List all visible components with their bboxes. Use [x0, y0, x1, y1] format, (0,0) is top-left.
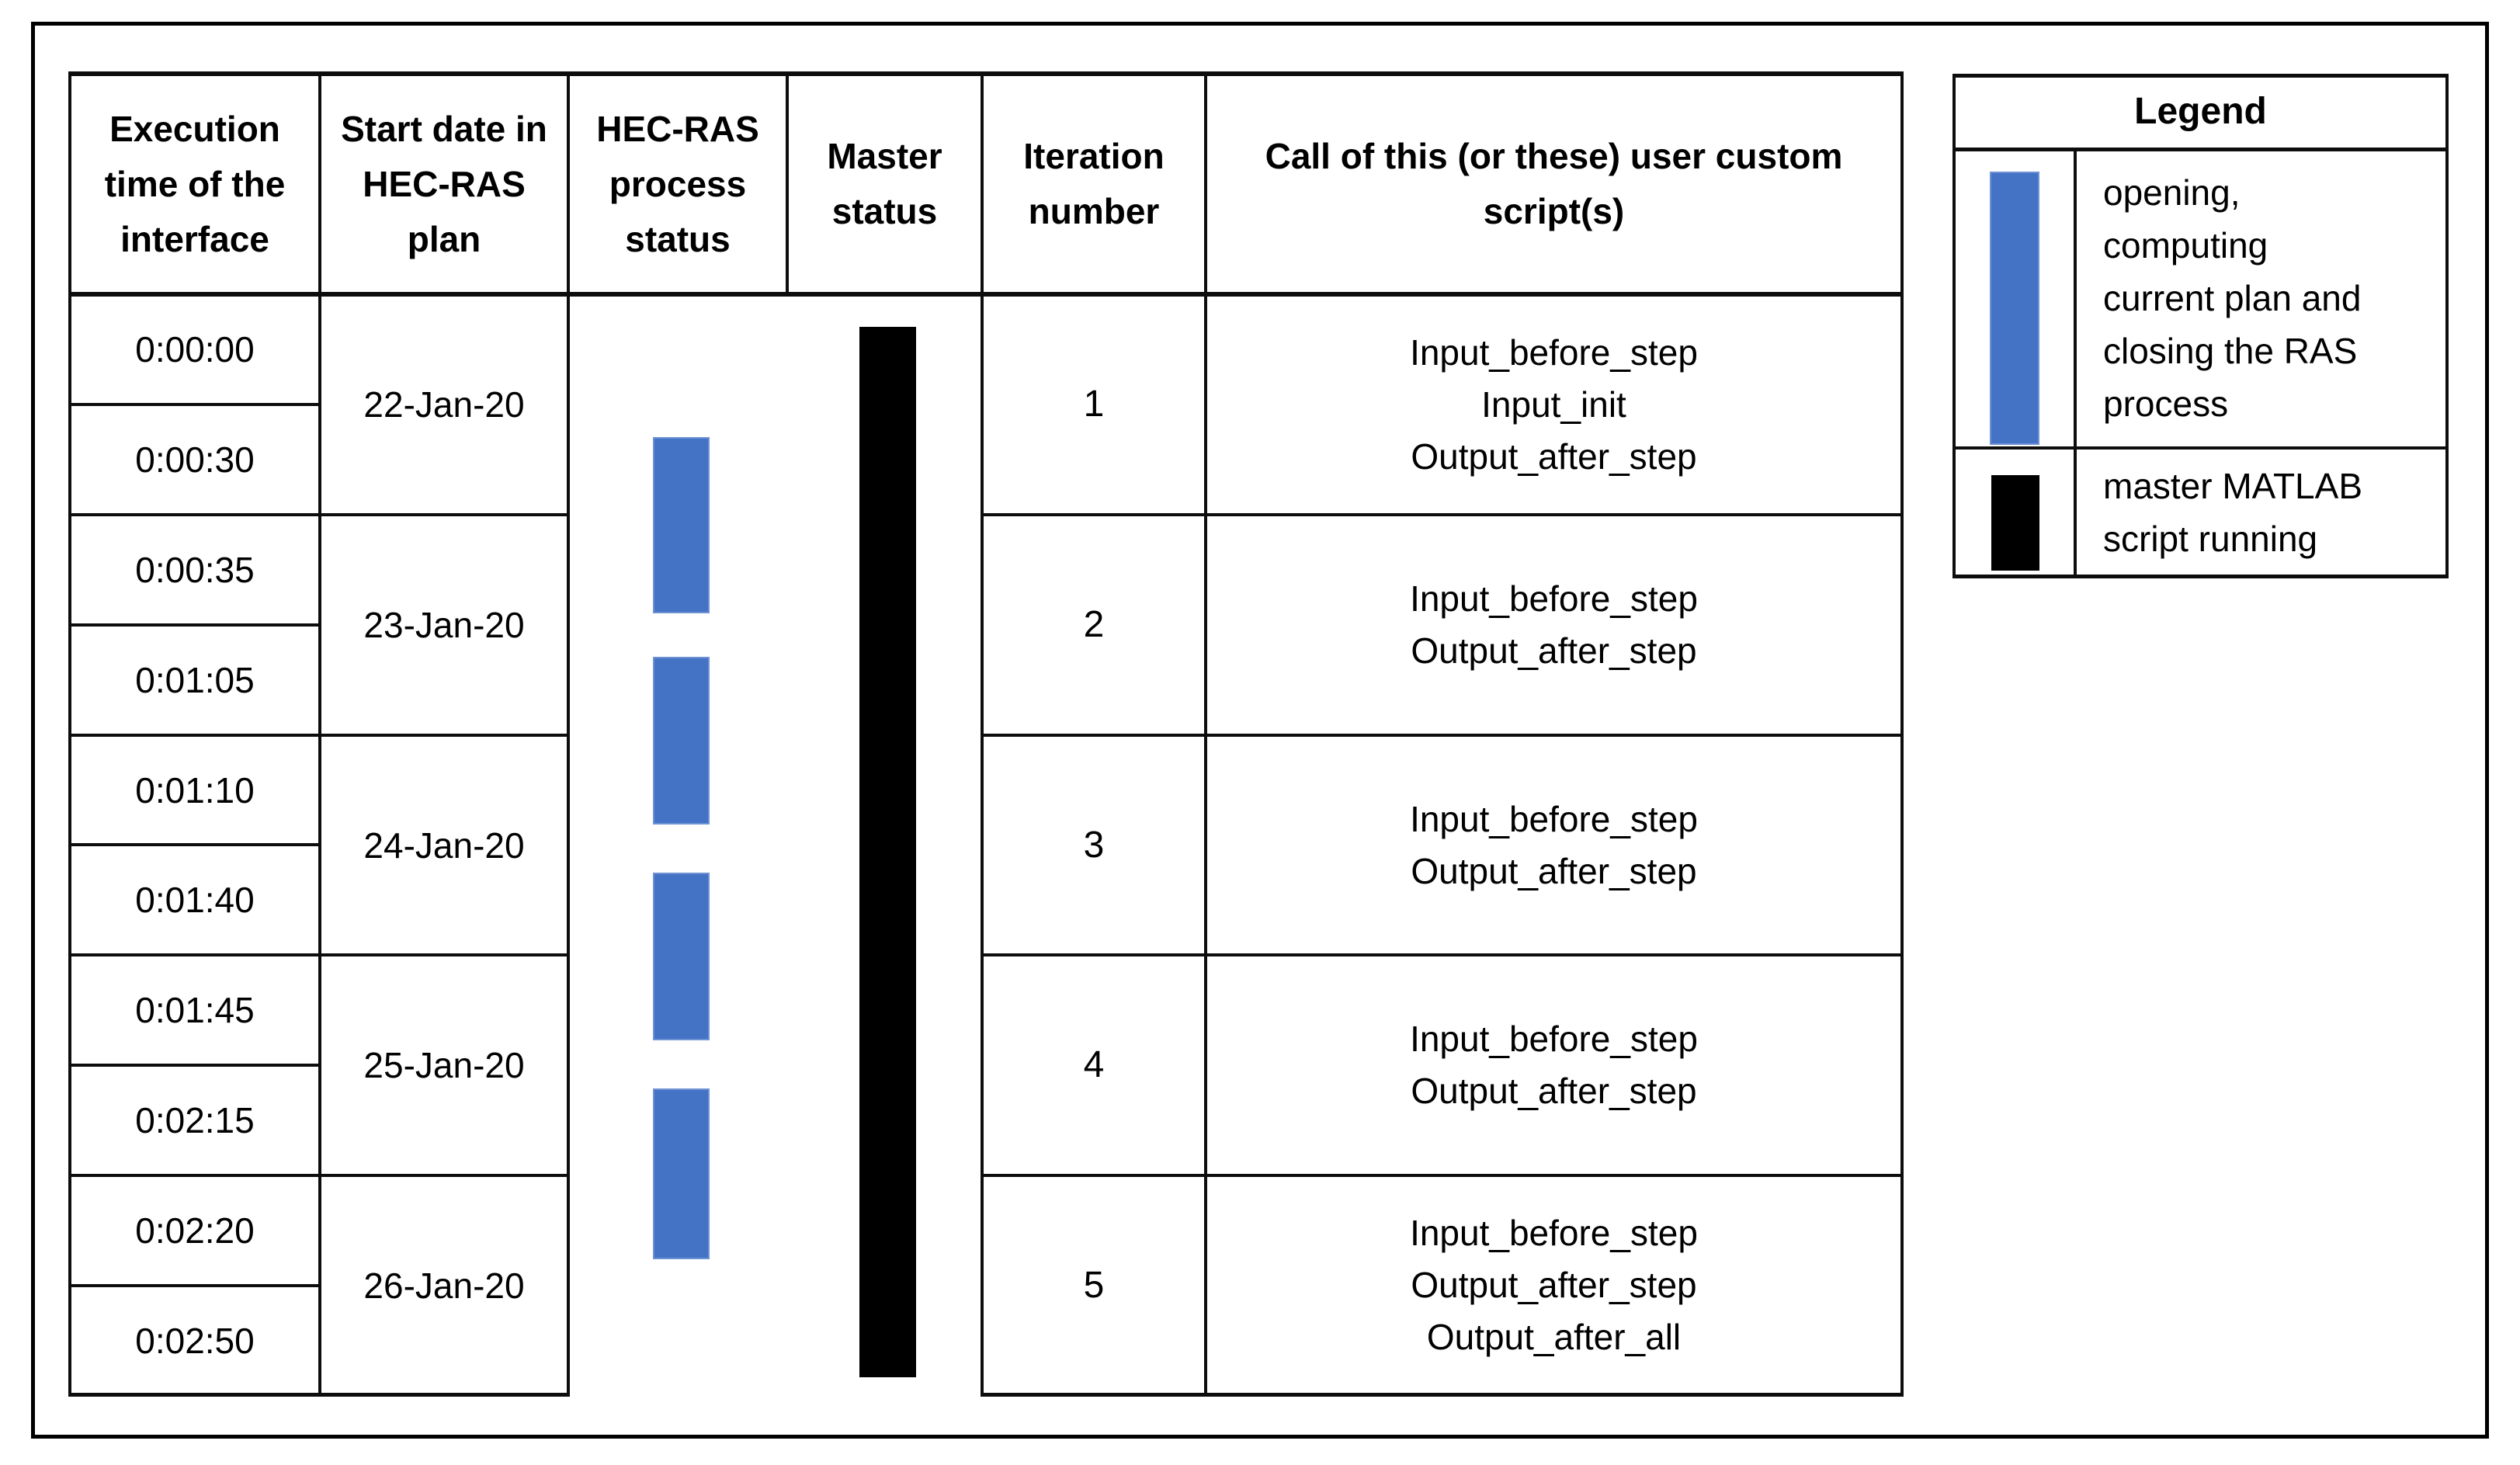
ras-process-bar [653, 873, 710, 1040]
header-execution-time: Execution time of the interface [104, 108, 286, 259]
time-cell: 0:01:40 [135, 880, 255, 920]
date-cell: 22-Jan-20 [363, 384, 525, 425]
iteration-cell: 2 [1083, 604, 1105, 645]
date-cell: 24-Jan-20 [363, 824, 525, 866]
legend-border-left [1952, 76, 1956, 577]
pair-row-divider [981, 734, 1904, 737]
header-ras-status: HEC-RAS process status [596, 108, 759, 259]
call-scripts-cell: Input_before_step Output_after_step [1410, 798, 1698, 891]
header-start-date: Start date in HEC-RAS plan [341, 108, 547, 259]
table-border-bottom [981, 1393, 1904, 1397]
legend-master-swatch [1991, 475, 2039, 571]
legend-master-label: master MATLAB script running [2103, 465, 2362, 559]
table-border-top [68, 71, 1904, 76]
pair-row-divider [68, 953, 570, 956]
header-call-scripts: Call of this (or these) user custom scri… [1265, 136, 1843, 231]
time-row-divider [68, 1064, 320, 1067]
time-cell: 0:01:45 [135, 990, 255, 1030]
time-cell: 0:01:10 [135, 769, 255, 811]
pair-row-divider [68, 734, 570, 737]
call-scripts-cell: Input_before_step Output_after_step [1410, 578, 1698, 671]
iteration-cell: 4 [1083, 1044, 1105, 1085]
time-cell: 0:02:20 [135, 1210, 255, 1251]
pair-row-divider [68, 513, 570, 516]
time-row-divider [68, 1284, 320, 1287]
time-row-divider [68, 843, 320, 846]
time-cell: 0:00:00 [135, 329, 255, 370]
legend-border-right [2445, 76, 2449, 577]
ras-process-bar [653, 437, 710, 613]
legend-ras-label: opening, computing current plan and clos… [2103, 172, 2362, 424]
header-iteration: Iteration number [1023, 136, 1165, 231]
time-cell: 0:00:30 [135, 439, 255, 480]
ras-process-bar [653, 657, 710, 824]
legend-ras-swatch [1990, 172, 2039, 445]
pair-row-divider [68, 1174, 570, 1177]
col-divider-rasstatus-master [786, 74, 789, 294]
time-cell: 0:01:05 [135, 660, 255, 700]
legend-title-divider [1952, 148, 2449, 151]
legend-swatch-divider [2074, 150, 2077, 577]
pair-row-divider [981, 953, 1904, 956]
outer-frame [31, 22, 2489, 1439]
legend-title: Legend [2134, 91, 2267, 132]
time-cell: 0:02:15 [135, 1100, 255, 1140]
time-cell: 0:02:50 [135, 1320, 255, 1361]
date-cell: 23-Jan-20 [363, 605, 525, 645]
time-row-divider [68, 403, 320, 406]
table-border-bottom [68, 1393, 570, 1397]
ras-process-bar [653, 1088, 710, 1259]
call-scripts-cell: Input_before_step Input_init Output_afte… [1410, 332, 1698, 477]
date-cell: 25-Jan-20 [363, 1045, 525, 1085]
pair-row-divider [981, 513, 1904, 516]
legend-border-bottom [1952, 575, 2449, 578]
date-cell: 26-Jan-20 [363, 1265, 525, 1306]
legend-border-top [1952, 74, 2449, 78]
header-bottom-border [68, 292, 1904, 297]
call-scripts-cell: Input_before_step Output_after_step [1410, 1019, 1698, 1111]
header-master-status: Master status [827, 136, 942, 231]
iteration-cell: 3 [1083, 824, 1105, 866]
time-row-divider [68, 623, 320, 627]
iteration-cell: 1 [1083, 384, 1105, 425]
iteration-cell: 5 [1083, 1264, 1105, 1306]
master-script-bar [859, 327, 916, 1377]
time-cell: 0:00:35 [135, 550, 255, 590]
pair-row-divider [981, 1174, 1904, 1177]
legend-row-divider [1952, 446, 2449, 450]
call-scripts-cell: Input_before_step Output_after_step Outp… [1410, 1213, 1698, 1357]
